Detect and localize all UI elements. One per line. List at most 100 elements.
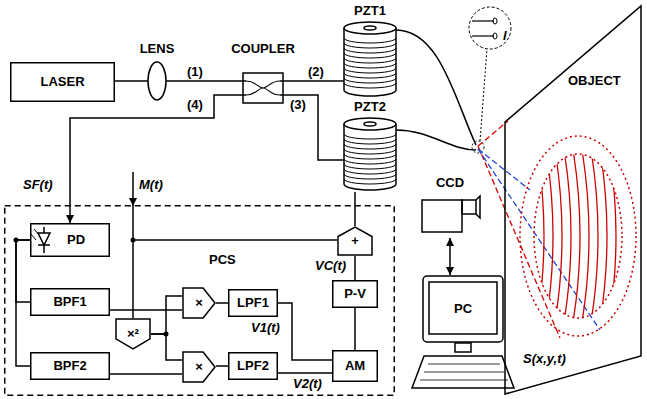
process-box: LASER bbox=[10, 62, 115, 102]
connector bbox=[16, 240, 30, 302]
figure-stroke bbox=[148, 62, 166, 100]
node-label: LASER bbox=[40, 75, 84, 90]
signal-name: SF(t) bbox=[22, 178, 54, 192]
figure-stroke bbox=[429, 282, 497, 334]
figure-stroke bbox=[344, 169, 396, 174]
node-label: PZT2 bbox=[354, 100, 386, 115]
figure-stroke bbox=[344, 154, 396, 159]
connector bbox=[449, 238, 451, 275]
figure-stroke bbox=[344, 159, 396, 164]
figure-stroke bbox=[422, 200, 462, 232]
beam bbox=[478, 149, 530, 190]
connector bbox=[354, 308, 356, 350]
signal-name: V2(t) bbox=[292, 377, 323, 391]
figure-stroke bbox=[116, 319, 150, 349]
connector bbox=[354, 256, 356, 280]
process-box: LPF1 bbox=[228, 289, 278, 317]
figure-stroke bbox=[344, 179, 396, 184]
adder-block: + bbox=[337, 226, 373, 256]
ccd-camera: CCD bbox=[418, 176, 482, 238]
node-label: LPF2 bbox=[237, 359, 269, 374]
node-label: PD bbox=[67, 233, 85, 248]
optical-fiber bbox=[396, 130, 476, 150]
optical-fiber bbox=[396, 30, 476, 145]
object-surface-outline bbox=[500, 4, 643, 396]
figure-stroke bbox=[534, 154, 622, 318]
figure-stroke bbox=[344, 28, 396, 96]
pzt-fiber-stretcher: PZT1 bbox=[330, 4, 410, 98]
beam bbox=[478, 121, 508, 146]
fiber-tip bbox=[493, 33, 497, 39]
figure-stroke bbox=[246, 81, 280, 95]
connector bbox=[354, 192, 356, 226]
node-label: BPF1 bbox=[53, 295, 86, 310]
multiplier-block: × bbox=[182, 287, 216, 319]
signal-name: VC(t) bbox=[314, 259, 347, 273]
fiber-tip bbox=[472, 35, 494, 36]
figure-stroke bbox=[344, 48, 396, 53]
node-label: × bbox=[195, 296, 203, 311]
figure-stroke bbox=[344, 58, 396, 63]
signal-name: V1(t) bbox=[250, 321, 281, 335]
signal-name: S(x,y,t) bbox=[522, 352, 567, 366]
figure-stroke bbox=[599, 144, 607, 328]
node-label: OBJECT bbox=[568, 74, 621, 89]
figure-stroke bbox=[608, 144, 616, 328]
figure-stroke bbox=[344, 43, 396, 48]
figure-stroke bbox=[344, 78, 396, 83]
keyboard-keys bbox=[420, 364, 508, 380]
keyboard bbox=[412, 356, 514, 388]
figure-stroke bbox=[229, 290, 278, 317]
node-label: ×² bbox=[127, 327, 139, 342]
figure-stroke bbox=[140, 80, 174, 82]
node-label: + bbox=[351, 234, 359, 249]
connector bbox=[110, 373, 182, 375]
figure-stroke bbox=[330, 159, 344, 161]
fiber-coupler: COUPLER bbox=[222, 42, 304, 104]
figure-stroke bbox=[243, 73, 283, 103]
figure-stroke bbox=[344, 174, 396, 179]
figure-stroke bbox=[476, 196, 480, 218]
connector bbox=[151, 334, 182, 360]
signal-name: M(t) bbox=[138, 178, 164, 192]
figure-stroke bbox=[333, 351, 378, 382]
figure-stroke bbox=[364, 26, 376, 30]
beam bbox=[478, 146, 560, 338]
process-box: P-V bbox=[332, 280, 378, 308]
node-label: CCD bbox=[436, 176, 464, 191]
node-label: COUPLER bbox=[231, 42, 295, 57]
figure-stroke bbox=[590, 144, 598, 328]
figure-stroke bbox=[5, 206, 395, 396]
multiplier-block: × bbox=[182, 351, 216, 383]
lens: LENS bbox=[140, 42, 174, 102]
figure-stroke bbox=[581, 144, 589, 328]
node-label: PZT1 bbox=[354, 4, 386, 19]
connector bbox=[70, 95, 222, 223]
connector bbox=[151, 296, 182, 334]
connector bbox=[115, 80, 140, 82]
pzt-fiber-stretcher-outline bbox=[330, 4, 410, 98]
node-label: LENS bbox=[140, 42, 175, 57]
port-number: (4) bbox=[186, 98, 204, 112]
figure-stroke bbox=[505, 6, 641, 394]
node-label: BPF2 bbox=[53, 359, 86, 374]
figure-stroke bbox=[31, 229, 39, 240]
connector bbox=[216, 365, 228, 367]
figure-stroke bbox=[344, 53, 396, 58]
inset-circle bbox=[469, 7, 511, 49]
fiber-tip bbox=[493, 18, 497, 24]
monitor-stand bbox=[455, 343, 471, 352]
figure-stroke bbox=[183, 352, 215, 382]
leader-line bbox=[480, 49, 487, 141]
figure-stroke bbox=[344, 144, 396, 149]
figure-stroke bbox=[536, 144, 625, 328]
port-number: (3) bbox=[289, 98, 307, 112]
figure-stroke bbox=[222, 81, 304, 95]
figure-stroke bbox=[11, 63, 115, 102]
figure-stroke bbox=[31, 353, 110, 380]
node-label: PCS bbox=[209, 253, 236, 268]
connector bbox=[304, 95, 330, 160]
